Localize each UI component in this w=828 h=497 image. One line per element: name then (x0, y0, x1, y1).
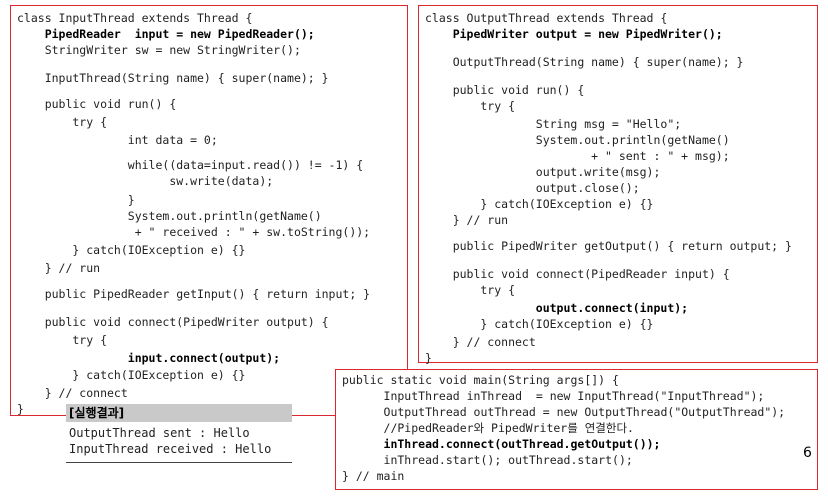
code-line: output.close(); (425, 181, 640, 195)
code-line: try { (425, 283, 516, 297)
page-number: 6 (803, 445, 812, 461)
code-line: } catch(IOException e) {} (425, 197, 654, 211)
code-line: sw.write(data); (17, 174, 274, 188)
code-line: + " received : " + sw.toString()); (17, 225, 371, 239)
code-line: try { (425, 99, 516, 113)
result-divider (66, 462, 292, 463)
code-line: + " sent : " + msg); (425, 149, 730, 163)
code-line: } // run (425, 213, 509, 227)
code-line: } (17, 402, 24, 416)
code-line: while((data=input.read()) != -1) { (17, 158, 364, 172)
code-line: public void connect(PipedWriter output) … (17, 315, 329, 329)
code-line: System.out.println(getName() (425, 133, 730, 147)
code-line: try { (17, 333, 108, 347)
code-line: String msg = "Hello"; (425, 117, 682, 131)
code-line: } catch(IOException e) {} (17, 243, 246, 257)
code-line: OutputThread(String name) { super(name);… (425, 55, 744, 69)
input-thread-code-panel: class InputThread extends Thread { Piped… (10, 5, 408, 416)
code-line: public void run() { (425, 83, 585, 97)
code-line: public PipedReader getInput() { return i… (17, 287, 371, 301)
code-line: InputThread inThread = new InputThread("… (342, 389, 765, 403)
code-line: input.connect(output); (17, 351, 281, 365)
result-line: InputThread received : Hello (69, 442, 272, 456)
result-line: OutputThread sent : Hello (69, 426, 250, 440)
code-line: try { (17, 115, 108, 129)
code-line: class OutputThread extends Thread { (425, 11, 668, 25)
code-line: public static void main(String args[]) { (342, 373, 619, 387)
main-method-code-panel: public static void main(String args[]) {… (335, 369, 818, 490)
execution-result-box: [실행결과] OutputThread sent : Hello InputTh… (66, 404, 292, 464)
code-line: OutputThread outThread = new OutputThrea… (342, 405, 786, 419)
code-line: System.out.println(getName() (17, 209, 322, 223)
execution-result-header: [실행결과] (66, 404, 292, 422)
code-line: PipedReader input = new PipedReader(); (17, 27, 315, 41)
code-line: } // connect (17, 386, 128, 400)
code-line: } catch(IOException e) {} (425, 317, 654, 331)
code-line: } // run (17, 261, 101, 275)
code-line: } catch(IOException e) {} (17, 368, 246, 382)
code-line: inThread.connect(outThread.getOutput()); (342, 437, 661, 451)
code-line: PipedWriter output = new PipedWriter(); (425, 27, 723, 41)
code-line: public void connect(PipedReader input) { (425, 267, 730, 281)
code-line: StringWriter sw = new StringWriter(); (17, 43, 301, 57)
code-line: InputThread(String name) { super(name); … (17, 71, 329, 85)
code-line: } // connect (425, 335, 536, 349)
code-line: public PipedWriter getOutput() { return … (425, 239, 792, 253)
code-line: output.write(msg); (425, 165, 661, 179)
output-thread-code-panel: class OutputThread extends Thread { Pipe… (418, 5, 818, 365)
code-line: } (17, 193, 135, 207)
code-line: class InputThread extends Thread { (17, 11, 253, 25)
code-line: int data = 0; (17, 133, 218, 147)
code-line: output.connect(input); (425, 301, 689, 315)
code-line: } (425, 351, 432, 365)
code-line: public void run() { (17, 97, 177, 111)
code-line: inThread.start(); outThread.start(); (342, 453, 633, 467)
code-line: } // main (342, 469, 405, 483)
code-line: //PipedReader와 PipedWriter를 연결한다. (342, 421, 634, 435)
